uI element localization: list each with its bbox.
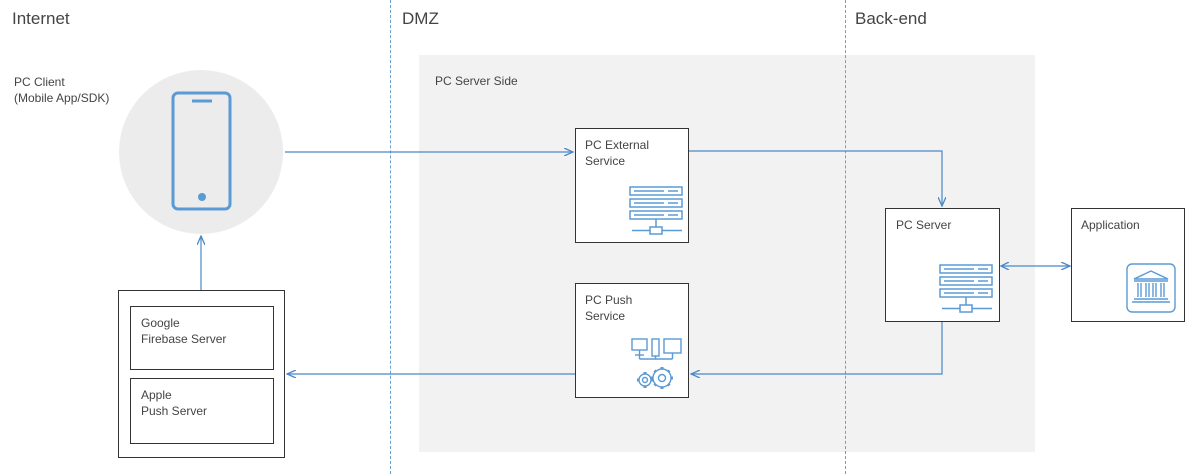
devices-gears-icon <box>631 338 682 389</box>
client-label: PC Client (Mobile App/SDK) <box>14 75 110 105</box>
client-circle <box>119 70 283 234</box>
server-rack-icon <box>629 186 683 235</box>
application-box: Application <box>1071 208 1185 322</box>
google-firebase-label: Google Firebase Server <box>141 316 227 346</box>
apple-push-box: Apple Push Server <box>130 378 274 444</box>
server-rack-icon <box>939 264 993 313</box>
dmz-divider <box>390 0 391 474</box>
application-label: Application <box>1081 218 1140 232</box>
pc-external-service-label: PC External Service <box>585 138 650 168</box>
zone-internet-title: Internet <box>12 9 70 28</box>
zone-dmz-title: DMZ <box>402 9 439 28</box>
pc-server-box: PC Server <box>885 208 1000 322</box>
apple-push-label: Apple Push Server <box>141 388 208 418</box>
external-to-server-arrow <box>689 150 942 206</box>
server-to-push-arrow <box>691 322 943 374</box>
google-firebase-box: Google Firebase Server <box>130 306 274 370</box>
pc-push-service-label: PC Push Service <box>585 293 633 323</box>
zone-backend-title: Back-end <box>855 9 927 28</box>
pc-external-service-box: PC External Service <box>575 128 689 243</box>
backend-divider <box>845 0 846 474</box>
server-side-label: PC Server Side <box>435 74 518 88</box>
bank-building-icon <box>1126 263 1176 313</box>
pc-push-service-box: PC Push Service <box>575 283 689 398</box>
pc-server-label: PC Server <box>896 218 952 232</box>
phone-icon <box>171 91 232 211</box>
